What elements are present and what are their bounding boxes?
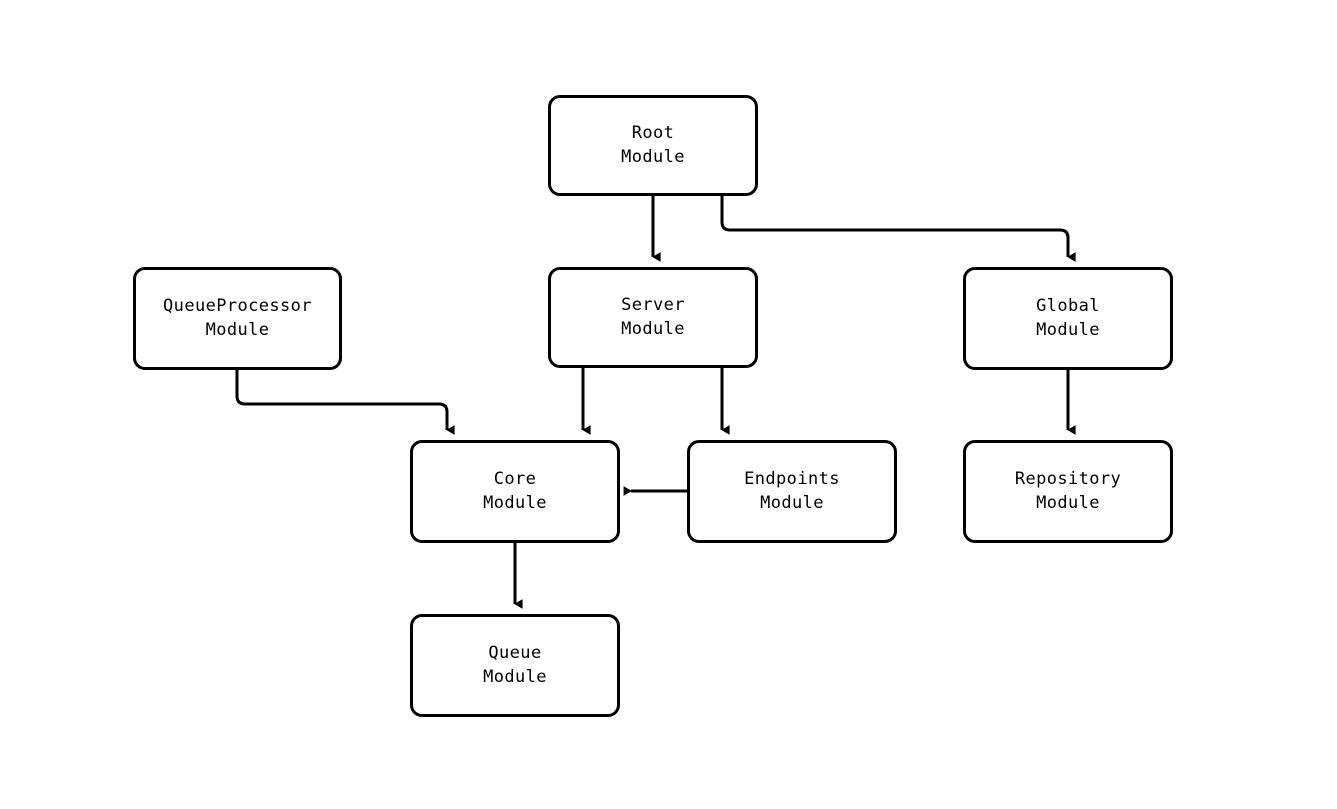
endpoints-module-node[interactable]: Endpoints Module [687,440,897,543]
queue-module-label-line2: Module [483,666,547,687]
endpoints-module-label-line2: Module [760,492,824,513]
core-module-label-line2: Module [483,492,547,513]
server-module-label-line2: Module [621,318,685,339]
root-module-label-line1: Root [631,123,675,144]
repository-module-label-line1: Repository [1014,469,1122,490]
repository-module-node[interactable]: Repository Module [963,440,1173,543]
global-module-label-line2: Module [1036,319,1100,340]
global-module-node[interactable]: Global Module [963,267,1173,370]
repository-module-label-line2: Module [1036,492,1100,513]
core-module-label-line1: Core [493,469,537,490]
global-module-label-line1: Global [1036,296,1100,317]
edge-queueprocessor-to-core [235,370,455,435]
queue-module-label-line1: Queue [488,643,542,664]
root-module-node[interactable]: Root Module [548,95,758,196]
queueprocessor-module-label-line1: QueueProcessor [163,296,312,317]
server-module-label-line1: Server [621,295,685,316]
root-module-label-line2: Module [621,146,685,167]
core-module-node[interactable]: Core Module [410,440,620,543]
queue-module-node[interactable]: Queue Module [410,614,620,717]
edge-root-to-global [720,196,1076,262]
queueprocessor-module-label-line2: Module [205,319,270,340]
endpoints-module-label-line1: Endpoints [744,469,840,490]
queueprocessor-module-node[interactable]: QueueProcessor Module [133,267,342,370]
server-module-node[interactable]: Server Module [548,267,758,368]
